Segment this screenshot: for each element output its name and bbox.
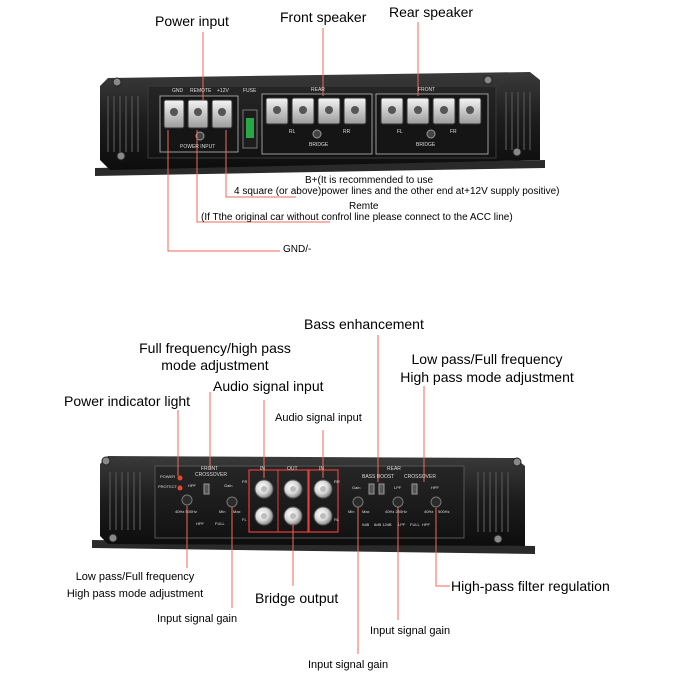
bass-enhancement-label: Bass enhancement xyxy=(304,316,424,332)
panel-power-input-text: POWER INPUT xyxy=(180,144,216,150)
input-signal-gain-label-2: Input signal gain xyxy=(370,625,451,637)
bpanel-hz-range-text: 40Hz 500Hz xyxy=(175,509,198,514)
bpanel-rr-text: RR xyxy=(334,479,340,484)
panel-fuse-text: FUSE xyxy=(243,88,257,94)
full-high-pass-line1: Full frequency/high pass xyxy=(139,340,291,356)
bpanel-front-text: FRONT xyxy=(201,466,219,472)
bpanel-hz3-text: 40Hz xyxy=(424,509,434,514)
bpanel-gain2-text: Gain xyxy=(352,485,361,490)
bpanel-min2-text: Min xyxy=(348,509,355,514)
bpanel-power-text: POWER xyxy=(160,474,176,479)
bpanel-crossover2-text: CROSSOVER xyxy=(404,474,436,480)
bpanel-fr-text: FR xyxy=(242,479,248,484)
lowpass-right-line2: High pass mode adjustment xyxy=(400,369,574,385)
power-input-label: Power input xyxy=(155,13,229,29)
bpanel-lpf-text: LPF xyxy=(394,485,402,490)
panel-gnd-text: GND xyxy=(172,88,184,94)
bpanel-fl-text: FL xyxy=(242,517,247,522)
bpanel-in-left-text: IN xyxy=(260,466,265,472)
bpanel-protect-text: PROTECT xyxy=(158,484,178,489)
power-indicator-label: Power indicator light xyxy=(64,393,191,409)
panel-rl-text: RL xyxy=(289,129,296,135)
panel-rr-text: RR xyxy=(343,129,351,135)
bplus-note-line1: B+(It is recommended to use xyxy=(305,175,434,186)
panel-12v-text: +12V xyxy=(217,88,229,94)
panel-bridge-rear-text: BRIDGE xyxy=(309,142,329,148)
gnd-note: GND/- xyxy=(283,244,312,255)
panel-rear-text: REAR xyxy=(311,87,325,93)
audio-signal-input-label-2: Audio signal input xyxy=(275,412,362,424)
remote-note-line2: (If Tthe original car without confrol li… xyxy=(201,212,513,223)
bpanel-hpf2-text: HPF xyxy=(196,521,204,526)
bpanel-db2-text: 6dB 12dB xyxy=(374,522,392,527)
bpanel-max-text: Max xyxy=(233,509,241,514)
panel-fr-text: FR xyxy=(450,129,457,135)
bpanel-min-text: Min xyxy=(219,509,226,514)
bridge-output-label: Bridge output xyxy=(255,590,339,606)
bpanel-full2-text: FULL xyxy=(410,522,420,527)
input-signal-gain-label-1: Input signal gain xyxy=(157,613,238,625)
bplus-note-line2: 4 square (or above)power lines and the o… xyxy=(234,186,560,197)
bpanel-full-text: FULL xyxy=(215,521,225,526)
bpanel-gain-text: Gain xyxy=(224,483,233,488)
panel-fl-text: FL xyxy=(397,129,403,135)
bpanel-rear-text: REAR xyxy=(387,466,401,472)
high-pass-filter-label: High-pass filter regulation xyxy=(451,578,610,594)
panel-front-text: FRONT xyxy=(418,87,436,93)
remote-note-line1: Remte xyxy=(349,201,379,212)
bpanel-in-right-text: IN xyxy=(319,466,324,472)
lowpass-right-line1: Low pass/Full frequency xyxy=(411,351,563,367)
bpanel-lpf2-text: LPF xyxy=(398,522,406,527)
audio-signal-input-label-1: Audio signal input xyxy=(213,378,324,394)
bpanel-max2-text: Max xyxy=(362,509,370,514)
bpanel-hz2-text: 40Hz 250Hz xyxy=(385,509,408,514)
bpanel-bass-boost-text: BASS BOOST xyxy=(362,474,395,480)
lowpass-left-line1: Low pass/Full frequency xyxy=(75,571,195,583)
top-leader-lines xyxy=(167,22,419,252)
bpanel-hz4-text: 500Hz xyxy=(438,509,450,514)
bpanel-hpf4-text: HPF xyxy=(431,485,439,490)
bpanel-crossover-text: CROSSOVER xyxy=(195,472,227,478)
top-amplifier xyxy=(95,72,545,176)
bpanel-hpf-text: HPF xyxy=(188,483,196,488)
full-high-pass-line2: mode adjustment xyxy=(161,357,269,373)
input-signal-gain-label-3: Input signal gain xyxy=(308,659,389,671)
rear-speaker-label: Rear speaker xyxy=(389,4,474,20)
bpanel-hpf3-text: HPF xyxy=(422,522,430,527)
bpanel-out-text: OUT xyxy=(287,466,298,472)
panel-bridge-front-text: BRIDGE xyxy=(416,142,436,148)
bpanel-db-text: 0dB xyxy=(362,522,370,527)
bpanel-rl-text: RL xyxy=(334,517,340,522)
front-speaker-label: Front speaker xyxy=(280,9,367,25)
lowpass-left-line2: High pass mode adjustment xyxy=(66,588,204,600)
panel-remote-text: REMOTE xyxy=(190,88,212,94)
bottom-leader-lines xyxy=(177,335,450,654)
bottom-amplifier xyxy=(92,456,535,554)
